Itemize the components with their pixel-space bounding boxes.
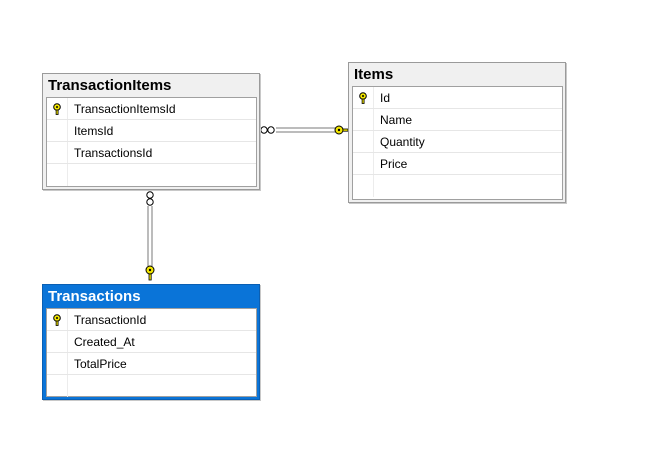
column-row[interactable]: TransactionId	[47, 309, 256, 331]
row-gutter	[47, 353, 68, 374]
primary-key-icon	[53, 102, 61, 115]
column-name: Price	[380, 156, 408, 171]
key-end-icon	[145, 265, 155, 281]
empty-row	[353, 175, 562, 197]
row-gutter	[353, 153, 374, 174]
table-items[interactable]: Items Id Name Quantity Price	[348, 62, 566, 203]
row-gutter	[47, 142, 68, 163]
row-gutter	[353, 175, 374, 197]
column-name: Quantity	[380, 134, 425, 149]
table-title: Transactions	[48, 288, 141, 305]
empty-row	[47, 375, 256, 397]
row-gutter	[353, 109, 374, 130]
column-grid: Id Name Quantity Price	[352, 86, 563, 200]
column-name: ItemsId	[74, 123, 114, 138]
column-row[interactable]: ItemsId	[47, 120, 256, 142]
column-row[interactable]: TotalPrice	[47, 353, 256, 375]
row-gutter	[47, 164, 68, 186]
key-end-icon	[334, 125, 349, 135]
column-name: Created_At	[74, 334, 135, 349]
row-gutter	[47, 375, 68, 397]
column-row[interactable]: TransactionsId	[47, 142, 256, 164]
column-name: Id	[380, 90, 391, 105]
column-row[interactable]: Price	[353, 153, 562, 175]
table-transactionitems[interactable]: TransactionItems TransactionItemsId Item…	[42, 73, 260, 190]
column-row[interactable]: Name	[353, 109, 562, 131]
table-title: TransactionItems	[48, 77, 172, 94]
many-end-icon	[260, 126, 275, 134]
column-grid: TransactionId Created_At TotalPrice	[46, 308, 257, 397]
column-name: TotalPrice	[74, 356, 127, 371]
primary-key-cell	[353, 87, 374, 108]
column-name: Name	[380, 112, 413, 127]
row-gutter	[47, 331, 68, 352]
relationship-transactionitems-items[interactable]	[260, 125, 349, 135]
column-row[interactable]: Quantity	[353, 131, 562, 153]
column-name: TransactionItemsId	[74, 101, 176, 116]
column-grid: TransactionItemsId ItemsId TransactionsI…	[46, 97, 257, 187]
empty-row	[47, 164, 256, 186]
primary-key-cell	[47, 98, 68, 119]
primary-key-icon	[359, 91, 367, 104]
many-end-icon	[146, 191, 154, 206]
column-row[interactable]: TransactionItemsId	[47, 98, 256, 120]
relationship-transactionitems-transactions[interactable]	[145, 191, 155, 281]
column-name: TransactionsId	[74, 145, 153, 160]
column-row[interactable]: Created_At	[47, 331, 256, 353]
primary-key-cell	[47, 309, 68, 330]
column-row[interactable]: Id	[353, 87, 562, 109]
table-title: Items	[354, 66, 394, 83]
row-gutter	[353, 131, 374, 152]
primary-key-icon	[53, 313, 61, 326]
table-transactions[interactable]: Transactions TransactionId Created_At To…	[42, 284, 260, 400]
row-gutter	[47, 120, 68, 141]
column-name: TransactionId	[74, 312, 147, 327]
